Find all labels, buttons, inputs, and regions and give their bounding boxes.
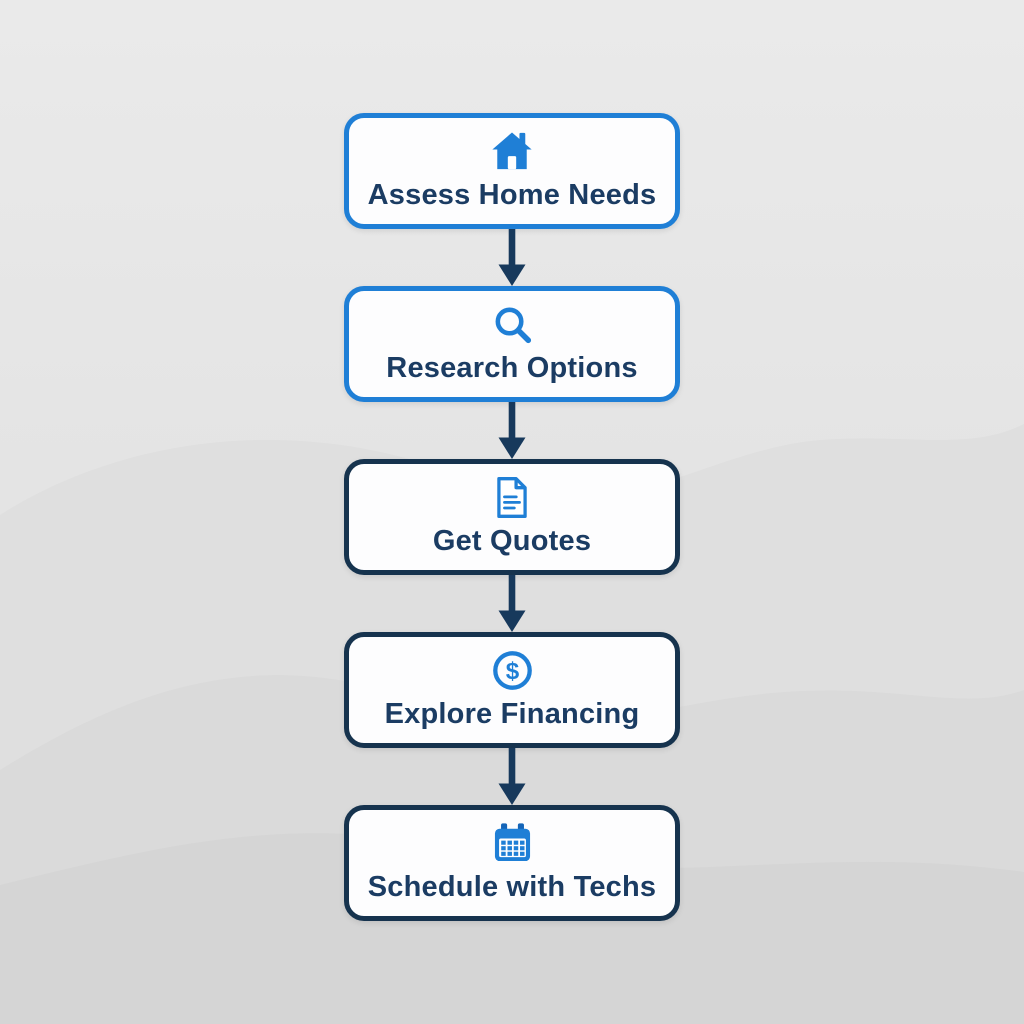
- dollar-circle-icon: $: [491, 648, 534, 692]
- flow-step-get-quotes: Get Quotes: [344, 459, 680, 575]
- down-arrow: [498, 575, 526, 632]
- flow-step-explore-financing: $ Explore Financing: [344, 632, 680, 748]
- home-icon: [490, 129, 534, 173]
- step-label: Explore Financing: [384, 698, 640, 730]
- step-label: Assess Home Needs: [367, 179, 657, 211]
- flow-step-assess-home-needs: Assess Home Needs: [344, 113, 680, 229]
- search-icon: [491, 302, 533, 346]
- step-label: Get Quotes: [432, 525, 592, 557]
- step-label: Research Options: [386, 352, 638, 384]
- down-arrow: [498, 402, 526, 459]
- dollar-glyph: $: [505, 658, 519, 685]
- document-icon: [494, 475, 530, 519]
- down-arrow: [498, 229, 526, 286]
- flow-step-research-options: Research Options: [344, 286, 680, 402]
- calendar-icon: [491, 821, 534, 865]
- flow-step-schedule-with-techs: Schedule with Techs: [344, 805, 680, 921]
- step-label: Schedule with Techs: [367, 871, 657, 903]
- down-arrow: [498, 748, 526, 805]
